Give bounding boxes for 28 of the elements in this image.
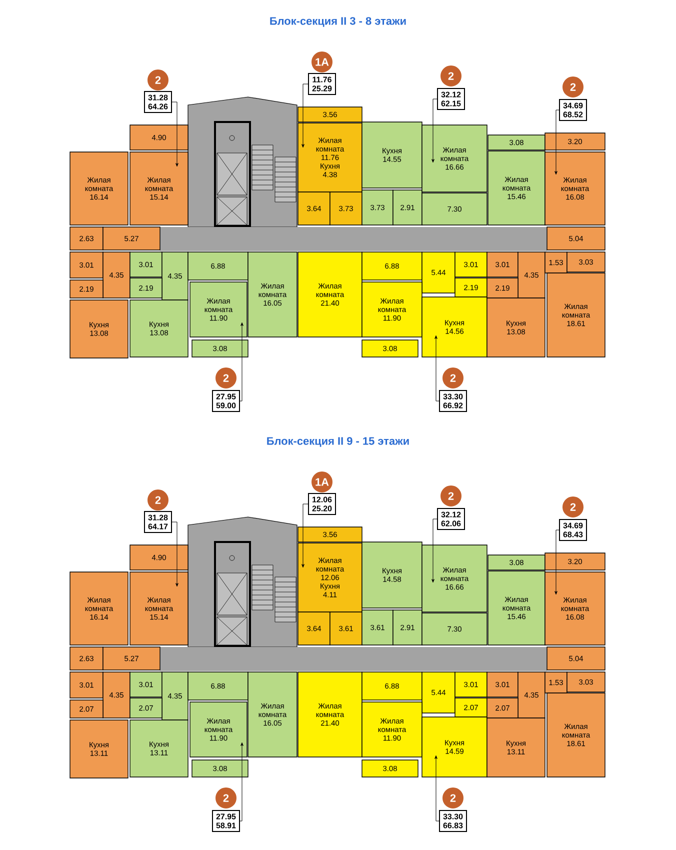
- apartment-badge: 2: [146, 488, 170, 512]
- leader-line: [302, 84, 308, 148]
- leader-line: [240, 322, 244, 402]
- leader-line: [172, 102, 178, 167]
- leader-line: [302, 504, 308, 568]
- leader-line: [432, 98, 438, 163]
- apartment-badge: 2: [562, 76, 584, 98]
- apartment-badge: 2: [442, 786, 464, 810]
- apartment-badge: 2: [214, 786, 238, 810]
- corridor-floor: [160, 647, 547, 671]
- leader-line: [554, 110, 560, 175]
- leader-line: [172, 522, 178, 587]
- apartment-badge: 1A: [310, 50, 334, 74]
- leader-line: [240, 742, 244, 822]
- apartment-badge: 2: [440, 64, 462, 88]
- corridor-floor: [160, 227, 547, 251]
- apartment-badge: 1A: [310, 470, 334, 494]
- leader-line: [554, 530, 560, 595]
- apartment-badge: 2: [440, 484, 462, 508]
- apartment-badge: 2: [146, 68, 170, 92]
- leader-line: [434, 755, 440, 822]
- apartment-badge: 2: [214, 366, 238, 390]
- leader-line: [434, 335, 440, 402]
- leader-line: [432, 518, 438, 583]
- apartment-badge: 2: [442, 366, 464, 390]
- section-heading: Блок-секция II 9 - 15 этажи: [267, 437, 409, 447]
- apartment-badge: 2: [562, 496, 584, 518]
- section-heading: Блок-секция II 3 - 8 этажи: [270, 17, 406, 27]
